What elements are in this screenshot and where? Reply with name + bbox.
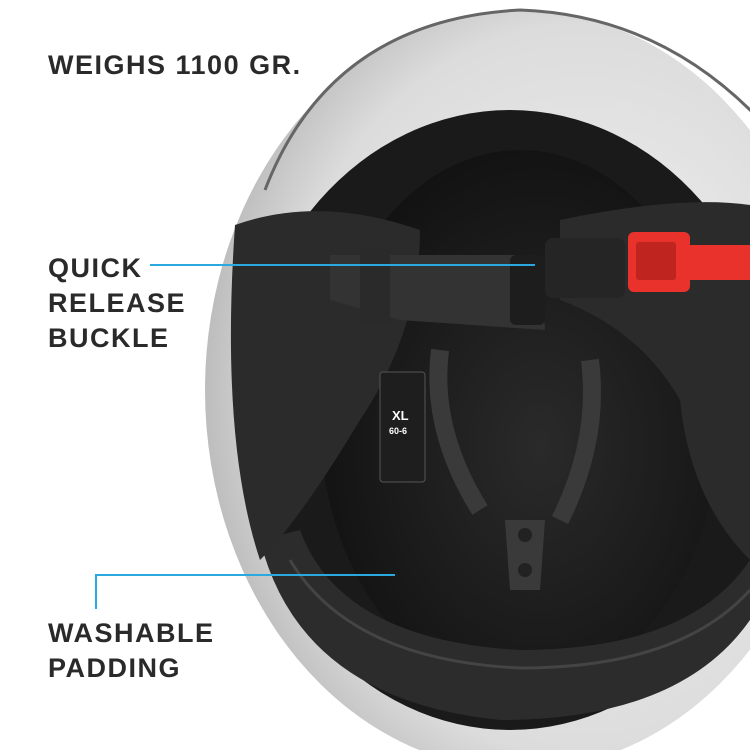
rib-hole [518, 563, 532, 577]
buckle-housing [545, 238, 625, 298]
strap-clip [510, 255, 545, 325]
buckle-callout-line-3: BUCKLE [48, 323, 170, 353]
quick-release-buckle [628, 232, 750, 292]
padding-callout-line-1: WASHABLE [48, 618, 215, 648]
buckle-callout: QUICK RELEASE BUCKLE [48, 251, 186, 356]
strap-loop [360, 248, 390, 323]
rib-hole [518, 528, 532, 542]
size-tag-size: XL [392, 408, 409, 423]
padding-callout-line-2: PADDING [48, 653, 182, 683]
buckle-callout-line-1: QUICK [48, 253, 143, 283]
weight-callout: WEIGHS 1100 GR. [48, 50, 302, 80]
size-tag: XL 60-6 [379, 371, 426, 483]
padding-callout: WASHABLE PADDING [48, 616, 215, 686]
rear-rib [505, 520, 545, 590]
size-tag-range: 60-6 [389, 426, 407, 436]
washable-padding [260, 530, 750, 720]
right-inner-rib [551, 358, 601, 525]
padding-seam [288, 559, 750, 670]
visor-edge [263, 8, 750, 191]
buckle-pointer-line [150, 264, 535, 266]
padding-pointer-line [95, 574, 395, 576]
left-inner-rib [429, 348, 488, 515]
padding-pointer-line-vertical [95, 574, 97, 609]
buckle-callout-line-2: RELEASE [48, 288, 187, 318]
